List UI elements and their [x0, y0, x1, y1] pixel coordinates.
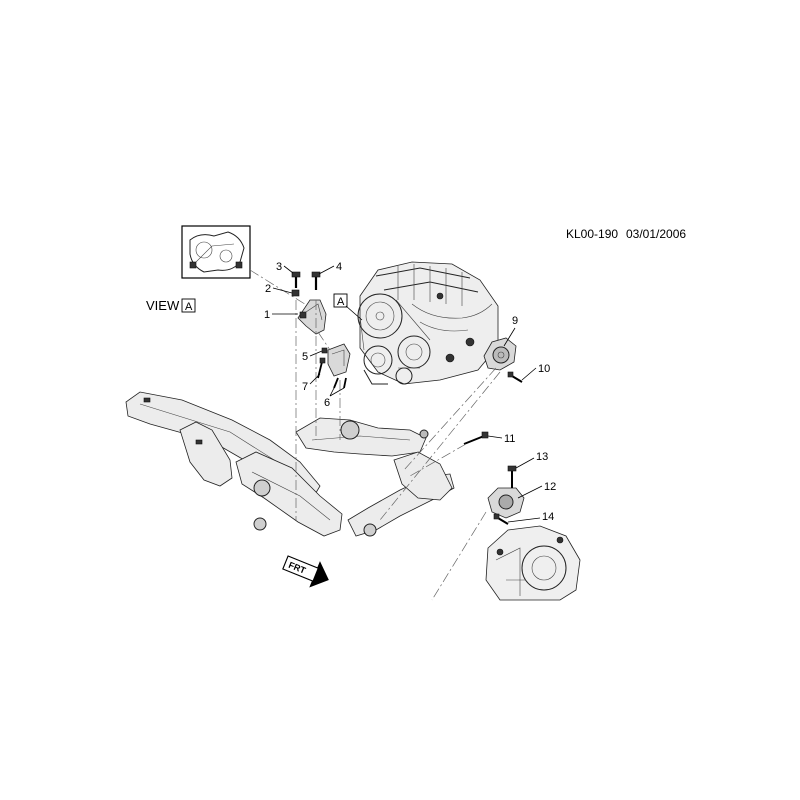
svg-text:14: 14 [542, 511, 554, 523]
part-3-bolt [291, 271, 301, 288]
drawing-id: KL00-190 [566, 227, 618, 241]
part-1-mount-bracket [297, 299, 327, 335]
svg-text:6: 6 [324, 397, 330, 409]
svg-text:11: 11 [504, 433, 515, 445]
callout-4: 4 [318, 261, 342, 275]
callout-10: 10 [521, 363, 550, 381]
callout-6: 6 [324, 387, 345, 409]
callout-14: 14 [507, 511, 554, 523]
part-10-bolt [507, 371, 523, 383]
svg-text:4: 4 [336, 261, 342, 273]
svg-text:3: 3 [276, 261, 282, 273]
callout-7: 7 [302, 373, 321, 393]
part-12-transmission-mount [487, 487, 525, 519]
front-subframe [125, 391, 455, 537]
svg-text:10: 10 [538, 363, 550, 375]
callout-2: 2 [265, 283, 293, 295]
front-arrow-icon: FRT [282, 555, 329, 588]
drawing-date: 03/01/2006 [626, 227, 686, 241]
view-a-inset [181, 225, 251, 279]
svg-text:9: 9 [512, 315, 518, 327]
view-label: VIEW [146, 298, 180, 313]
part-4-bolt [311, 271, 321, 290]
svg-text:7: 7 [302, 381, 308, 393]
svg-text:12: 12 [544, 481, 556, 493]
view-ref-box [181, 298, 196, 313]
engine-assembly [357, 261, 499, 385]
callout-5: 5 [302, 350, 323, 363]
callout-13: 13 [515, 451, 548, 469]
drawing-header: KL00-190 03/01/2006 [566, 227, 686, 241]
callout-12: 12 [517, 481, 556, 499]
view-ref-letter: A [185, 301, 193, 313]
part-14-bolt [493, 513, 509, 525]
engine-view-box-letter: A [337, 296, 345, 308]
callout-9: 9 [503, 315, 518, 347]
svg-text:13: 13 [536, 451, 548, 463]
callout-1: 1 [264, 309, 298, 321]
part-9-engine-mount [483, 337, 517, 371]
callout-11: 11 [487, 433, 515, 445]
engine-view-box: A [333, 293, 363, 321]
part-6-bolts [333, 377, 347, 389]
view-a-label: VIEW A [146, 298, 196, 313]
svg-text:1: 1 [264, 309, 270, 321]
svg-text:2: 2 [265, 283, 271, 295]
svg-text:5: 5 [302, 351, 308, 363]
callout-3: 3 [276, 261, 294, 274]
transmission [485, 525, 581, 601]
part-5-bracket [327, 343, 351, 377]
part-5-fastener [321, 347, 328, 354]
view-a-projection-line [249, 269, 309, 307]
part-11-bolt [463, 431, 489, 445]
part-2-nut [291, 289, 300, 297]
callouts: 1 2 3 4 5 6 7 9 [264, 261, 556, 523]
part-13-bolt [507, 465, 517, 488]
